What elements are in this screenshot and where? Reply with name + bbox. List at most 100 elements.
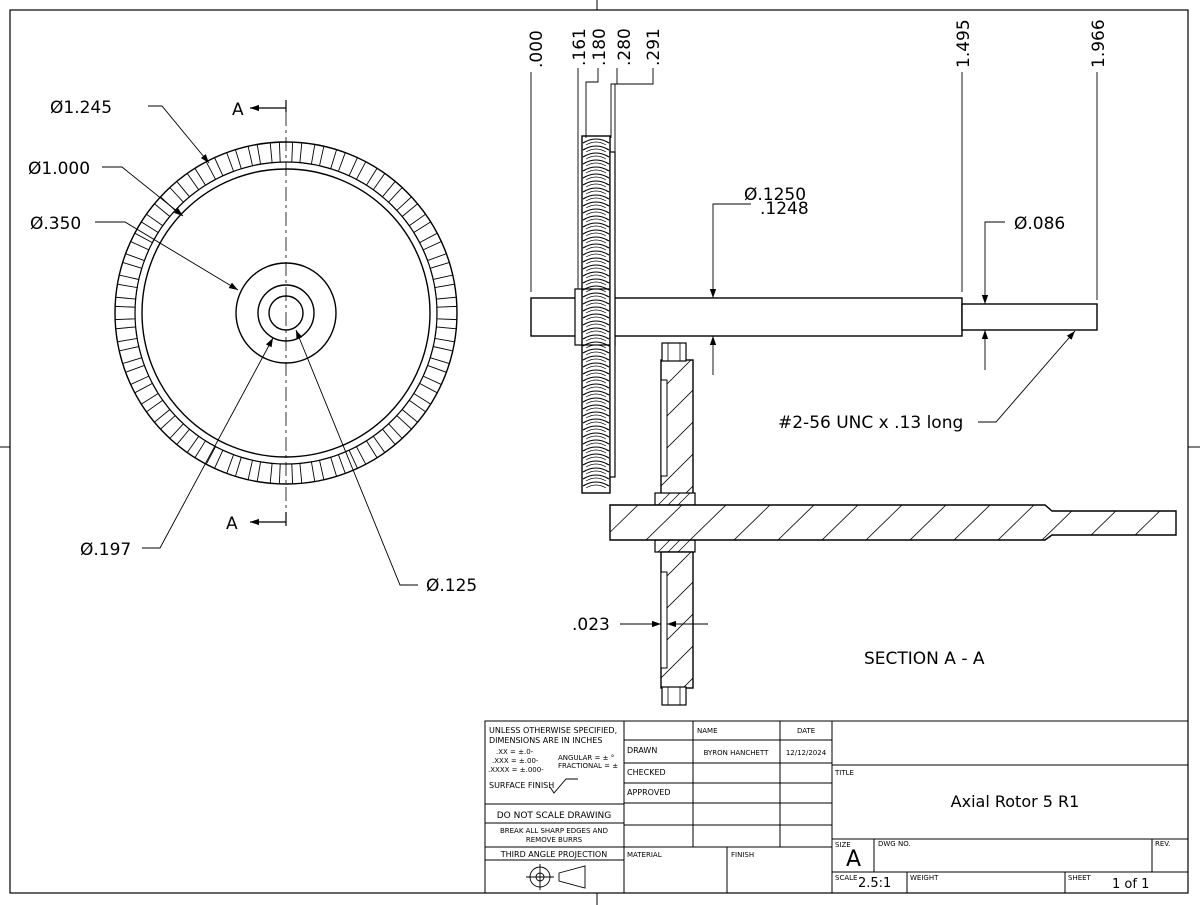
side-tooth-arc [582,257,610,263]
side-tooth-arc [585,477,607,482]
side-tooth-arc [582,334,610,340]
side-tooth-arc [585,204,607,209]
side-tooth-arc [585,190,607,195]
side-tooth-arc [585,449,607,454]
side-tooth-arc [582,474,610,480]
side-tooth-arc [582,453,610,459]
gear-tooth [387,186,413,212]
side-tooth-arc [585,239,607,244]
side-tooth-arc [582,404,610,410]
finish-label: FINISH [731,851,754,859]
side-tooth-arc [582,229,610,235]
side-tooth-arc [582,376,610,382]
drawn-date: 12/12/2024 [786,749,827,757]
side-tooth-arc [585,162,607,167]
side-tooth-arc [582,355,610,361]
leader-outer-dia: Ø1.245 [50,98,210,164]
side-tooth-arc [585,211,607,216]
leader-ring-dia: Ø1.000 [28,159,184,217]
projection-label: THIRD ANGLE PROJECTION [500,850,607,859]
side-tooth-arc [582,348,610,354]
section-tooth-lower [661,686,687,706]
side-tooth-arc [585,218,607,223]
hatch-line [643,505,685,540]
side-tooth-arc [585,302,607,307]
side-tooth-arc [582,411,610,417]
surface-finish-label: SURFACE FINISH [489,781,554,790]
side-tooth-arc [585,309,607,314]
scale-value: 2.5:1 [858,876,891,891]
ordinate-1966: 1.966 [1089,19,1109,68]
side-tooth-arc [585,246,607,251]
hatch-line [863,505,905,540]
side-tooth-arc [582,236,610,242]
leader-hub-dia: Ø.350 [30,214,239,291]
side-view: .000 .161 .180 .280 .291 1.495 1.966 Ø.1… [527,19,1109,494]
side-tooth-arc [585,428,607,433]
side-tooth-arc [582,306,610,312]
side-tooth-arc [585,365,607,370]
side-tooth-arc [582,362,610,368]
side-tooth-arc [582,320,610,326]
section-hub-lower [654,539,696,553]
gear-tooth [372,172,396,198]
gear-tooth [159,414,185,440]
side-tooth-arc [585,260,607,265]
section-hub-upper [654,492,696,506]
side-tooth-arc [582,250,610,256]
tol-xxxx: .XXXX = ±.000- [488,766,544,774]
side-tooth-arc [582,138,610,144]
side-tooth-arc [585,435,607,440]
hatch-line [951,505,993,540]
gear-tooth [387,414,413,440]
gear-tooth [401,203,427,227]
gear-tooth [176,172,200,198]
size-value: A [846,847,861,872]
side-tooth-arc [582,313,610,319]
side-tooth-arc [585,463,607,468]
side-tooth-arc [585,253,607,258]
side-tooth-arc [582,208,610,214]
side-tooth-arc [582,222,610,228]
tol-fractional: FRACTIONAL = ± [558,762,618,770]
side-tooth-arc [585,470,607,475]
side-tooth-arc [585,372,607,377]
side-tooth-arc [582,194,610,200]
side-tooth-arc [582,446,610,452]
thread-note-text: #2-56 UNC x .13 long [778,413,963,433]
gear-tooth [145,203,171,227]
dwg-no-label: DWG NO. [878,840,911,848]
hatch-line [731,505,773,540]
shaft-dia-lower: .1248 [760,199,809,219]
side-tooth-arc [585,323,607,328]
gear-tooth [434,283,457,300]
side-tooth-arc [585,407,607,412]
side-tooth-arc [582,145,610,151]
gear-tooth [256,142,273,165]
side-tooth-arc [582,481,610,487]
ordinate-291: .291 [644,28,664,66]
tip-dia-label: Ø.086 [1014,214,1065,234]
break-edges-2: REMOVE BURRS [526,836,583,844]
side-tooth-arc [585,414,607,419]
side-gear-face [609,151,616,478]
side-tooth-arc [585,274,607,279]
side-tooth-arc [585,141,607,146]
side-tooth-arc [582,201,610,207]
section-view: .023 SECTION A - A [572,342,1177,706]
side-tooth-arc [585,351,607,356]
gear-tooth [434,326,457,343]
weight-label: WEIGHT [910,874,939,882]
side-tooth-arc [585,197,607,202]
tol-angular: ANGULAR = ± ° [558,754,614,762]
side-tooth-arc [585,176,607,181]
ordinate-1495: 1.495 [954,19,974,68]
gear-tooth [115,283,138,300]
side-tooth-arc [585,421,607,426]
sheet-value: 1 of 1 [1112,877,1149,892]
side-tooth-arc [585,344,607,349]
hatch-line [610,505,641,540]
rev-label: REV. [1155,840,1170,848]
side-tooth-arc [582,152,610,158]
side-tooth-arc [585,288,607,293]
